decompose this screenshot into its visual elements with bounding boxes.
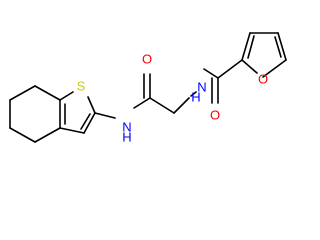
atom-carbonyl1-oxygen: O [210, 107, 220, 122]
atom-furan-oxygen: O [258, 71, 268, 86]
bond-cyc-c4-c3a [34, 127, 61, 143]
bond-furan-c2-carbonyl [217, 59, 243, 79]
atom-amide1-hydrogen: H [191, 89, 200, 104]
bond-thio-c2-c3-inner [80, 113, 91, 130]
atom-carbonyl2-oxygen: O [142, 51, 152, 66]
bond-cyc-c7-c6 [9, 85, 36, 101]
bond-furan-c2-o [241, 59, 258, 74]
bond-thio-c7a-s [59, 91, 74, 101]
atom-thiophene-sulfur: S [77, 78, 86, 93]
atom-amide1-nitrogen: N [197, 79, 206, 94]
atom-amide2-hydrogen: H [122, 129, 131, 144]
molecule-canvas: O O N H O N H S [9, 32, 287, 144]
atom-amide2-nitrogen: N [122, 119, 131, 134]
bond-furan-o-c5 [262, 59, 287, 78]
bond-furan-c3-c2-inner [247, 35, 255, 59]
molecule-structure: O O N H O N H S [9, 32, 287, 144]
bond-thio-c3-c3a [59, 127, 85, 134]
bond-n-ch2 [173, 97, 190, 114]
bond-ch2-carbonyl2 [149, 97, 175, 114]
bond-furan-c5-c4-inner [274, 36, 282, 58]
bond-carbonyl1-n [203, 68, 219, 79]
bond-cyc-c7a-c7 [34, 85, 61, 101]
bond-furan-c3-c2 [241, 32, 251, 61]
bond-n-h-stub [190, 91, 197, 97]
bond-cyc-c5-c4 [9, 127, 36, 143]
bond-carbonyl2-n [133, 97, 151, 109]
bond-furan-c5-c4 [277, 32, 287, 61]
bond-thio-s-c2 [87, 96, 96, 114]
bond-n-thiophene [94, 112, 116, 119]
bond-thio-c2-c3 [83, 112, 96, 134]
